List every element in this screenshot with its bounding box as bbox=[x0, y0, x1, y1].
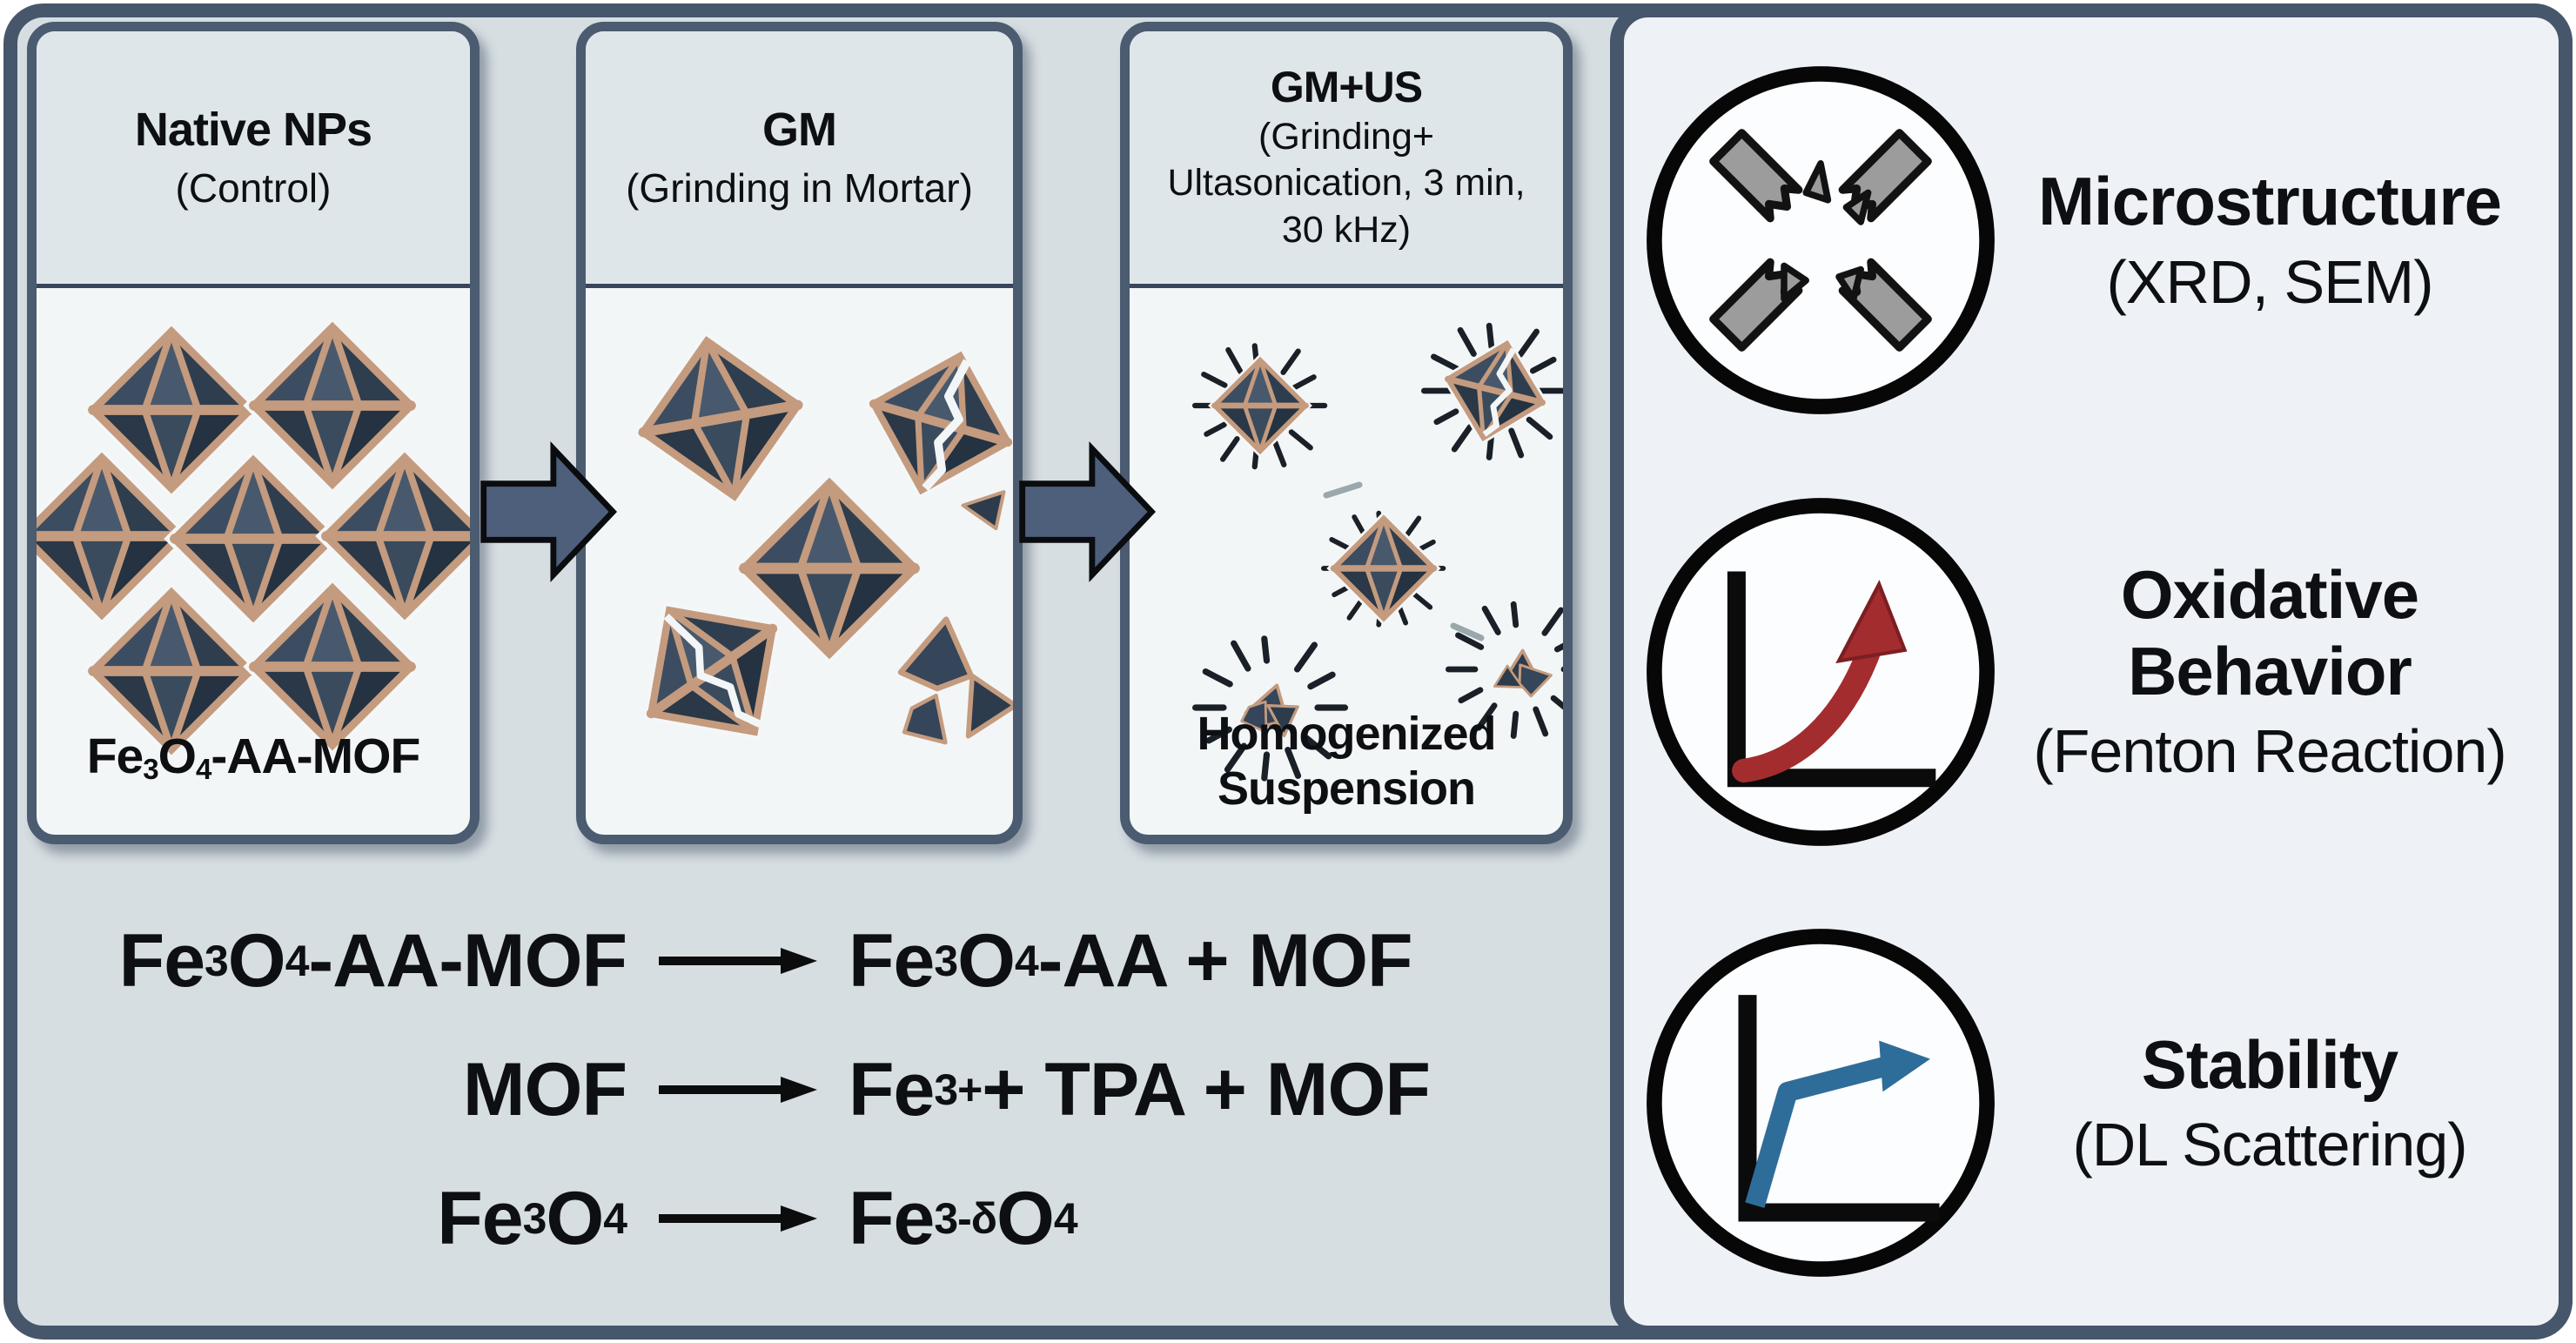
analysis-title: Stability bbox=[2141, 1025, 2398, 1103]
analysis-row-microstructure: Microstructure (XRD, SEM) bbox=[1624, 24, 2559, 456]
panel-title: Native NPs bbox=[134, 103, 372, 156]
panel-caption: Fe3O4-AA-MOF bbox=[86, 729, 421, 786]
panel-gm: GM (Grinding in Mortar) bbox=[576, 22, 1023, 844]
analysis-label: Oxidative Behavior (Fenton Reaction) bbox=[2003, 557, 2559, 786]
panel-title: GM bbox=[762, 103, 837, 156]
analysis-subtitle: (XRD, SEM) bbox=[2106, 247, 2434, 316]
analysis-row-stability: Stability (DL Scattering) bbox=[1624, 887, 2559, 1319]
panel-native-nps: Native NPs (Control) Fe3O4-AA-MOF bbox=[27, 22, 480, 844]
panel-gm-header: GM (Grinding in Mortar) bbox=[586, 31, 1013, 288]
fractured-x-icon bbox=[1647, 65, 1995, 414]
panel-subtitle: (Control) bbox=[175, 165, 332, 211]
analysis-panel: Microstructure (XRD, SEM) Oxidative Beha… bbox=[1610, 3, 2573, 1340]
reaction-arrow-icon bbox=[627, 1025, 849, 1154]
panel-subtitle: (Grinding+ Ultasonication, 3 min, 30 kHz… bbox=[1167, 116, 1526, 251]
panel-caption: Homogenized Suspension bbox=[1197, 707, 1496, 816]
panel-title: GM+US bbox=[1270, 63, 1423, 112]
panel-gm-body bbox=[586, 288, 1013, 835]
process-arrow-icon bbox=[1019, 441, 1157, 582]
panel-gm-us-body: Homogenized Suspension bbox=[1130, 288, 1563, 835]
panel-native-nps-header: Native NPs (Control) bbox=[37, 31, 470, 288]
analysis-label: Microstructure (XRD, SEM) bbox=[2003, 163, 2559, 316]
process-arrow-icon bbox=[480, 441, 618, 582]
panel-native-nps-body: Fe3O4-AA-MOF bbox=[37, 288, 470, 835]
equation-lhs: MOF bbox=[462, 1047, 627, 1131]
panel-gm-us-header: GM+US (Grinding+ Ultasonication, 3 min, … bbox=[1130, 31, 1563, 288]
panel-gm-us: GM+US (Grinding+ Ultasonication, 3 min, … bbox=[1120, 22, 1573, 844]
ground-particles-illustration bbox=[586, 288, 1013, 835]
analysis-subtitle: (DL Scattering) bbox=[2072, 1110, 2467, 1178]
reaction-arrow-icon bbox=[627, 896, 849, 1025]
panel-subtitle: (Grinding in Mortar) bbox=[626, 165, 973, 211]
sonicated-suspension-illustration bbox=[1130, 288, 1563, 835]
rising-curve-icon bbox=[1647, 497, 1995, 846]
analysis-label: Stability (DL Scattering) bbox=[2003, 1025, 2559, 1179]
reaction-arrow-icon bbox=[627, 1154, 849, 1283]
plateau-curve-icon bbox=[1647, 929, 1995, 1278]
analysis-row-oxidative: Oxidative Behavior (Fenton Reaction) bbox=[1624, 456, 2559, 888]
analysis-title: Oxidative Behavior bbox=[2120, 556, 2419, 709]
analysis-subtitle: (Fenton Reaction) bbox=[2033, 716, 2506, 785]
analysis-title: Microstructure bbox=[2037, 163, 2502, 240]
